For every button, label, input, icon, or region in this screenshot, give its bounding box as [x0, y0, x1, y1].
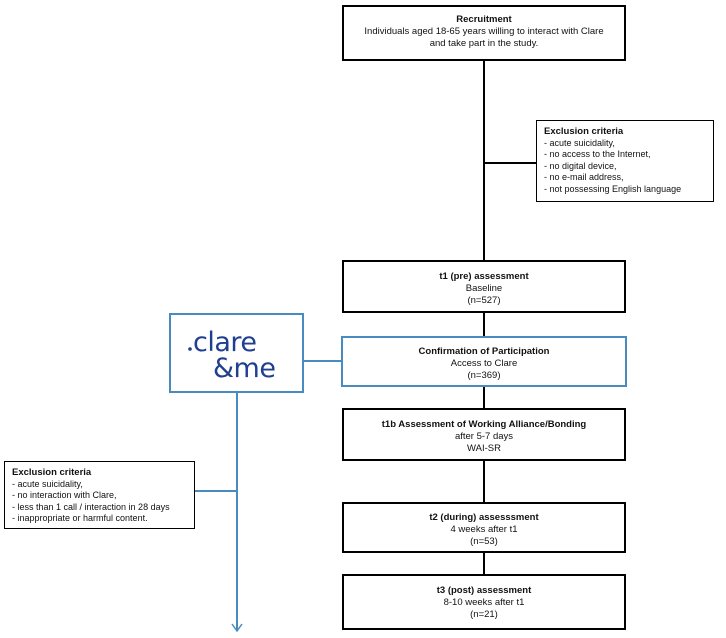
- exclusion-top-item: - no digital device,: [544, 160, 617, 171]
- connector-main-2: [483, 312, 485, 336]
- t1b-line: WAI-SR: [467, 443, 501, 454]
- exclusion-left-title: Exclusion criteria: [12, 467, 92, 478]
- t1b-line: after 5-7 days: [454, 431, 514, 442]
- recruitment-text: Individuals aged 18-65 years willing to …: [364, 26, 604, 49]
- recruitment-box: Recruitment Individuals aged 18-65 years…: [342, 5, 626, 61]
- confirmation-line: Access to Clare: [450, 358, 518, 369]
- connector-main-4: [483, 460, 485, 502]
- t1-line: (n=527): [467, 295, 501, 306]
- exclusion-top-item: - acute suicidality,: [544, 137, 615, 148]
- t1-line: Baseline: [465, 283, 503, 294]
- t3-line: (n=21): [470, 609, 498, 620]
- logo-text-clare: clare: [193, 327, 257, 358]
- connector-exclusion-top: [484, 162, 536, 164]
- clare-logo-mark: clare &me: [188, 327, 276, 384]
- logo-dot: [188, 347, 192, 351]
- exclusion-criteria-top: Exclusion criteria - acute suicidality, …: [536, 120, 714, 202]
- t1-box: t1 (pre) assessment Baseline (n=527): [342, 260, 626, 313]
- confirmation-box: Confirmation of Participation Access to …: [341, 336, 627, 387]
- connector-main-5: [483, 552, 485, 574]
- exclusion-left-item: - no interaction with Clare,: [12, 490, 117, 500]
- recruitment-title: Recruitment: [456, 14, 512, 25]
- t2-box: t2 (during) assesssment 4 weeks after t1…: [342, 502, 626, 553]
- connector-exclusion-left: [194, 490, 236, 492]
- exclusion-left-item: - inappropriate or harmful content.: [12, 513, 148, 523]
- t1b-box: t1b Assessment of Working Alliance/Bondi…: [342, 408, 626, 461]
- t3-title: t3 (post) assessment: [436, 585, 532, 596]
- t2-title: t2 (during) assesssment: [429, 512, 539, 523]
- confirmation-title: Confirmation of Participation: [418, 346, 550, 357]
- exclusion-top-item: - no e-mail address,: [544, 172, 624, 182]
- connector-main-3: [483, 386, 485, 408]
- exclusion-criteria-left: Exclusion criteria - acute suicidality, …: [4, 461, 195, 529]
- t3-box: t3 (post) assessment 8-10 weeks after t1…: [342, 574, 626, 630]
- connector-logo-confirmation: [303, 360, 341, 362]
- t1b-title: t1b Assessment of Working Alliance/Bondi…: [381, 419, 587, 430]
- t2-line: (n=53): [470, 536, 498, 547]
- exclusion-top-item: - no access to the Internet,: [544, 149, 651, 159]
- clare-and-me-logo: clare &me: [169, 313, 304, 393]
- t1-title: t1 (pre) assessment: [439, 271, 529, 282]
- connector-main-1: [483, 60, 485, 260]
- exclusion-left-item: - less than 1 call / interaction in 28 d…: [12, 501, 170, 512]
- confirmation-line: (n=369): [467, 370, 501, 381]
- t3-line: 8-10 weeks after t1: [443, 597, 525, 608]
- logo-text-me: &me: [213, 353, 275, 384]
- t2-line: 4 weeks after t1: [450, 524, 518, 535]
- exclusion-top-title: Exclusion criteria: [544, 126, 624, 137]
- exclusion-left-item: - acute suicidality,: [12, 478, 83, 489]
- exclusion-top-item: - not possessing English language: [544, 183, 682, 194]
